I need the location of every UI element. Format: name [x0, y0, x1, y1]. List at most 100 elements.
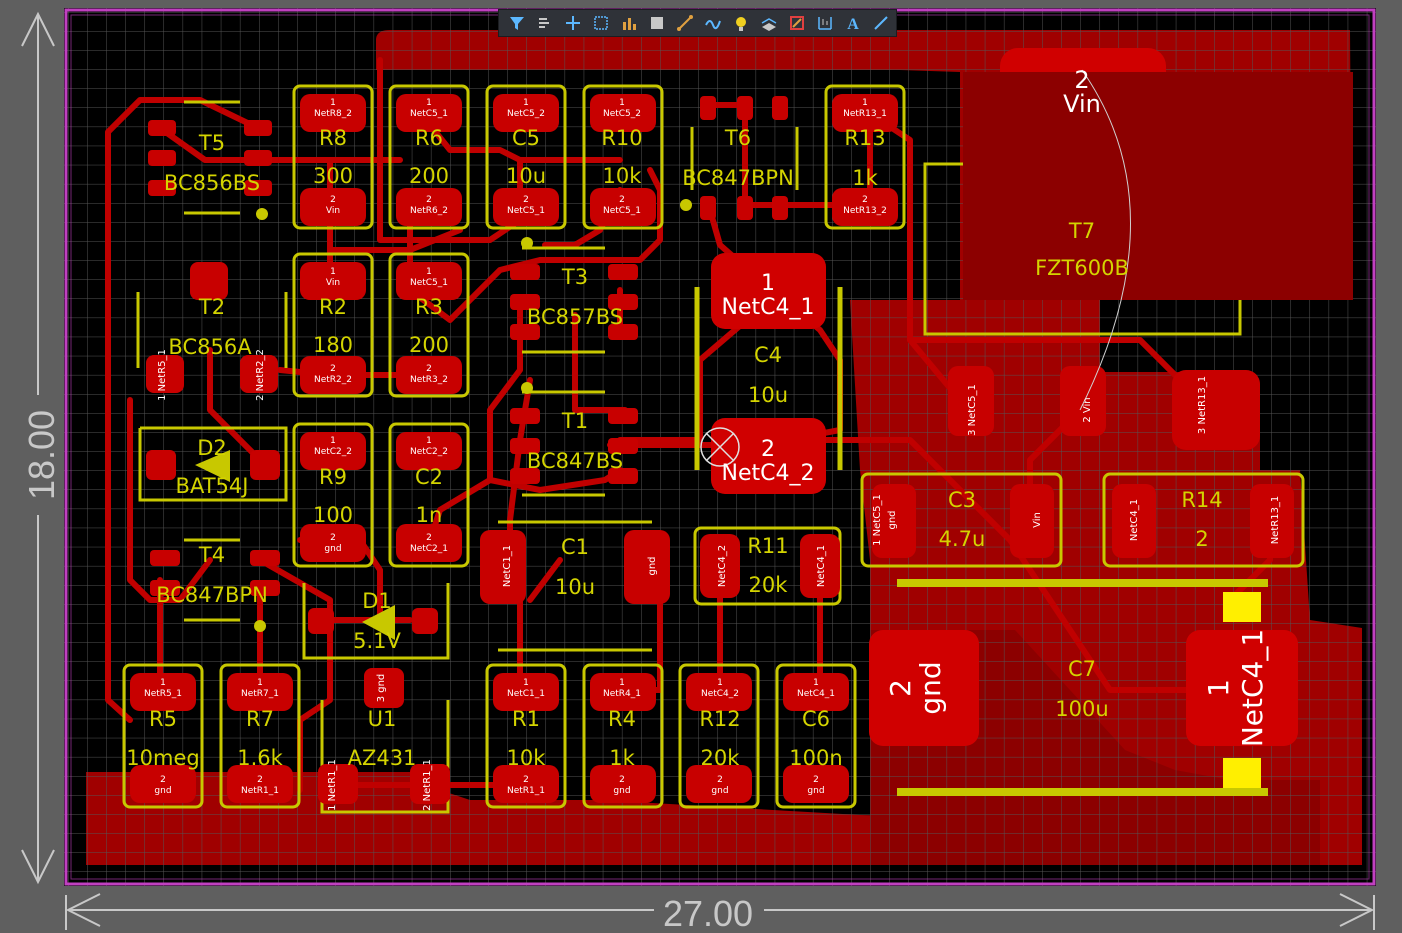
bulb-icon[interactable] [727, 11, 755, 35]
route-track-icon[interactable] [671, 11, 699, 35]
pad-number: 1 [330, 267, 336, 277]
pad-net-label: NetC1_1 [507, 689, 545, 699]
component-ref-c3: C3 [948, 488, 976, 512]
layer-stack-icon[interactable] [755, 11, 783, 35]
pad-net-label: NetR4_1 [603, 689, 641, 699]
component-ref-c6: C6 [802, 707, 830, 731]
component-ref-r10: R10 [601, 126, 642, 150]
pad-net-label: NetC2_2 [314, 447, 352, 457]
component-value-t6: BC847BPN [682, 166, 794, 190]
pad-net-label: NetC4_1 [797, 689, 835, 699]
pad-net-label: gnd [324, 544, 341, 554]
pad-number: 2 [523, 775, 529, 785]
pad-number: 2 [426, 364, 432, 374]
component-ref-r6: R6 [415, 126, 443, 150]
svg-text:A: A [847, 16, 859, 33]
pad-number: 1 [523, 678, 529, 688]
place-pad-icon[interactable] [783, 11, 811, 35]
big-pad-number: 2 [761, 437, 775, 462]
pad-number: 2 [257, 775, 263, 785]
component-value-r7: 1.6k [237, 746, 283, 770]
text-icon[interactable]: A [839, 11, 867, 35]
diff-pair-icon[interactable] [699, 11, 727, 35]
pad-net-label: 3 gnd [376, 674, 387, 703]
component-value-r2: 180 [313, 333, 353, 357]
height-dimension-label: 18.00 [21, 410, 62, 500]
component-ref-r12: R12 [699, 707, 740, 731]
chart-bar-icon[interactable] [615, 11, 643, 35]
component-ref-c5: C5 [512, 126, 540, 150]
component-ref-c4: C4 [754, 343, 782, 367]
pad-number: 2 [160, 775, 166, 785]
component-value-c2: 1n [416, 503, 443, 527]
pad-net-label: NetC5_2 [603, 109, 641, 119]
pad-net-label: NetC5_1 [410, 109, 448, 119]
component-ref-r4: R4 [608, 707, 636, 731]
pad-number: 1 [619, 678, 625, 688]
pad-net-label: gnd [807, 786, 824, 796]
cross-probe-icon[interactable] [559, 11, 587, 35]
component-value-c7: 100u [1055, 697, 1108, 721]
filter-icon[interactable] [503, 11, 531, 35]
component-value-c4: 10u [748, 383, 788, 407]
line-icon[interactable] [867, 11, 895, 35]
component-value-r1: 10k [507, 746, 547, 770]
component-ref-r11: R11 [747, 534, 788, 558]
component-value-c5: 10u [506, 164, 546, 188]
component-value-r5: 10meg [126, 746, 199, 770]
component-labels: T5BC856BSR83001NetR8_22VinR62001NetC5_12… [126, 66, 1281, 811]
big-pad-net-label: NetC4_2 [722, 461, 815, 486]
pad-net-label: gnd [613, 786, 630, 796]
pad-net-label: NetC2_2 [410, 447, 448, 457]
pad-net-label: Vin [326, 278, 340, 288]
component-value-d2: BAT54J [176, 474, 249, 498]
pad-net-label: 3 NetR13_1 [1197, 376, 1208, 434]
component-ref-t5: T5 [198, 131, 225, 155]
component-ref-c7: C7 [1068, 657, 1096, 681]
component-ref-u1: U1 [368, 707, 397, 731]
select-component-icon[interactable] [643, 11, 671, 35]
select-box-icon[interactable] [587, 11, 615, 35]
route-interactive-icon[interactable] [531, 11, 559, 35]
pad-net-label: NetR1_1 [241, 786, 279, 796]
big-pad-number: 1 [761, 271, 775, 296]
pad-number: 2 [426, 533, 432, 543]
component-value-r14: 2 [1195, 527, 1208, 551]
component-ref-c1: C1 [561, 535, 589, 559]
component-value-t7: FZT600B [1035, 256, 1129, 280]
silkscreen [122, 84, 1305, 814]
component-ref-d2: D2 [197, 436, 227, 460]
big-pad-number: 2 [1074, 66, 1089, 94]
component-value-c6: 100n [789, 746, 842, 770]
dimension-icon[interactable] [811, 11, 839, 35]
pad-net-label: NetR13_1 [1270, 496, 1281, 545]
pad-number: 1 [330, 436, 336, 446]
component-ref-d1: D1 [362, 589, 392, 613]
pad-net-label: 1 NetC5_1 [872, 494, 883, 546]
component-value-r13: 1k [852, 166, 878, 190]
pad-number: 1 [523, 98, 529, 108]
component-value-r4: 1k [609, 746, 635, 770]
pad-net-label: NetR5_1 [144, 689, 182, 699]
component-value-c3: 4.7u [939, 527, 986, 551]
pad-net-label: NetR8_2 [314, 109, 352, 119]
pad-number: 1 [862, 98, 868, 108]
pads [130, 48, 1353, 804]
pad-net-label: NetR7_1 [241, 689, 279, 699]
pad-net-label: NetC4_1 [816, 545, 827, 587]
pad-net-label: NetC5_2 [507, 109, 545, 119]
pad-net-label: 2 NetR1_1 [422, 759, 433, 811]
width-dimension-label: 27.00 [663, 893, 753, 933]
pad-number: 2 [813, 775, 819, 785]
silkscreen-marks [195, 199, 1261, 788]
pad-net-label: NetC5_1 [507, 206, 545, 216]
pad-net-label: NetR13_1 [843, 109, 887, 119]
pad-number: 1 [619, 98, 625, 108]
big-pad-net-label: NetC4_1 [1236, 629, 1269, 747]
component-value-t2: BC856A [168, 335, 252, 359]
pad-number: 2 [330, 195, 336, 205]
big-pad-net-label: gnd [914, 661, 947, 714]
pcb-toolbar: A [498, 9, 897, 37]
